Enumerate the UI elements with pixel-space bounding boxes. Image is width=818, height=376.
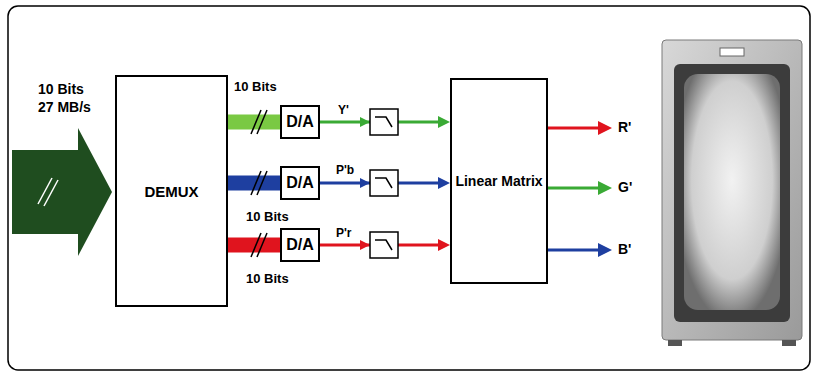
signal-name: P'r (334, 227, 354, 240)
input-arrow (12, 128, 112, 256)
converter-box: D/A (280, 105, 320, 139)
box-text: D/A (286, 236, 314, 254)
monitor-illustration (662, 40, 802, 346)
lowpass-filter (360, 232, 398, 258)
bit-depth-label: 10 Bits (246, 272, 289, 286)
signal-connector (228, 233, 280, 257)
signal-name: G' (618, 180, 632, 195)
bit-depth-label: 10 Bits (38, 82, 84, 97)
bit-depth-label: 10 Bits (246, 210, 289, 224)
lowpass-filter (360, 109, 398, 135)
data-rate-label: 27 MB/s (38, 100, 91, 115)
lowpass-filter (360, 170, 398, 196)
outer-border (8, 6, 810, 370)
bit-depth-label: 10 Bits (234, 80, 277, 94)
signal-name: B' (618, 242, 631, 257)
converter-box: D/A (280, 228, 320, 262)
output-arrows (548, 121, 612, 257)
box-text: D/A (286, 174, 314, 192)
converter-box: D/A (280, 166, 320, 200)
box-text: DEMUX (144, 183, 198, 200)
box-text: D/A (286, 113, 314, 131)
demux-box: DEMUX (115, 75, 228, 307)
signal-connector (228, 171, 280, 195)
signal-name: Y' (336, 104, 351, 117)
matrix-box: Linear Matrix (450, 78, 548, 284)
signal-connector (228, 110, 280, 134)
signal-name: P'b (334, 164, 356, 177)
box-text: Linear Matrix (455, 173, 542, 189)
bus-slash (44, 180, 58, 206)
bus-slash (38, 178, 52, 204)
signal-name: R' (618, 120, 631, 135)
